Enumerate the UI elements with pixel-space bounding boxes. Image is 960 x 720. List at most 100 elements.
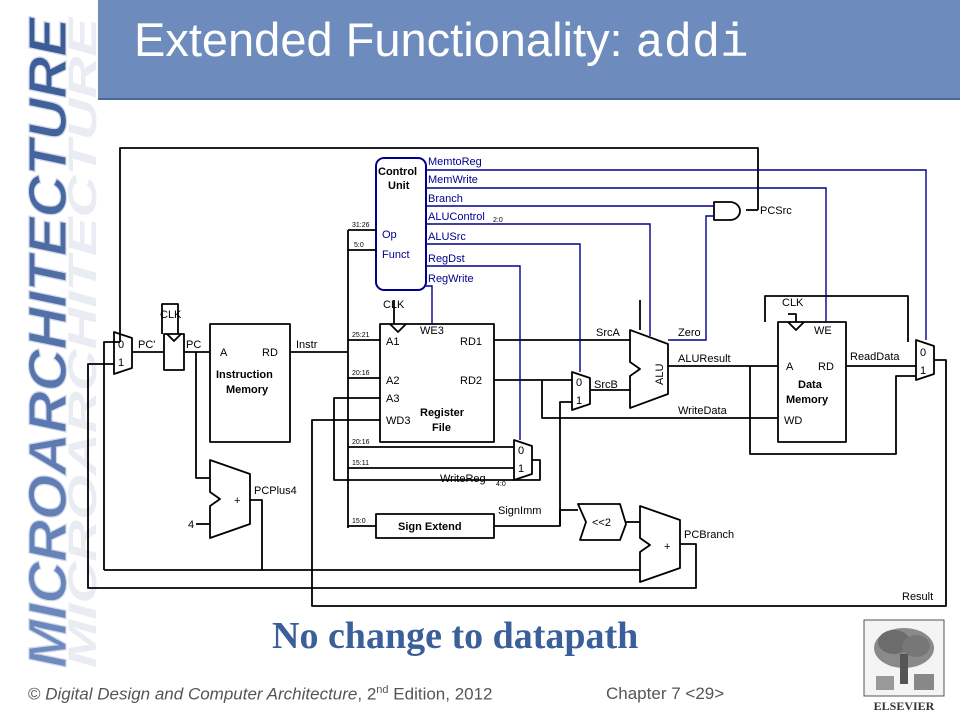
memtoreg-mux-0: 0 xyxy=(920,347,926,359)
signal-memtoreg: MemtoReg xyxy=(428,156,482,168)
rf-rd1: RD1 xyxy=(460,336,482,348)
side-banner-text: MICROARCHITECTURE xyxy=(18,16,78,668)
data-memory xyxy=(777,321,847,443)
signal-alucontrol: ALUControl xyxy=(428,211,485,223)
imem-rd: RD xyxy=(262,347,278,359)
rf-a2: A2 xyxy=(386,375,399,387)
writedata-label: WriteData xyxy=(678,405,728,417)
pc-label: PC xyxy=(186,339,201,351)
clk-dmem: CLK xyxy=(782,297,804,309)
instruction-memory xyxy=(209,323,291,443)
alusrc-mux-0: 0 xyxy=(576,377,582,389)
title-code: addi xyxy=(635,18,749,71)
slide-title: Extended Functionality: addi xyxy=(134,12,748,71)
memtoreg-mux-1: 1 xyxy=(920,365,926,377)
footer-copyright: © Digital Design and Computer Architectu… xyxy=(28,684,493,705)
bits-5-0: 5:0 xyxy=(354,242,364,249)
sign-extend-label: Sign Extend xyxy=(398,521,462,533)
footer-book: Digital Design and Computer Architecture xyxy=(45,684,358,704)
rf-we3: WE3 xyxy=(420,325,444,337)
signimm-label: SignImm xyxy=(498,505,541,517)
rf-wd3: WD3 xyxy=(386,415,410,427)
regdst-mux-0: 0 xyxy=(518,445,524,457)
regdst-mux-1: 1 xyxy=(518,463,524,475)
dmem-rd: RD xyxy=(818,361,834,373)
regdst-mux xyxy=(513,439,533,481)
alusrc-mux xyxy=(571,371,591,411)
pc-prime-label: PC' xyxy=(138,339,155,351)
clk-pc: CLK xyxy=(160,309,182,321)
dmem-name-2: Memory xyxy=(786,394,829,406)
title-bar xyxy=(98,0,960,100)
title-text: Extended Functionality: xyxy=(134,13,636,66)
rf-rd2: RD2 xyxy=(460,375,482,387)
bits-25-21: 25:21 xyxy=(352,332,370,339)
imem-a: A xyxy=(220,347,228,359)
writereg-sub: 4:0 xyxy=(496,481,506,488)
clk-regfile: CLK xyxy=(383,299,405,311)
aluresult-label: ALUResult xyxy=(678,353,731,365)
dmem-we: WE xyxy=(814,325,832,337)
alu xyxy=(629,329,669,409)
register-file xyxy=(379,323,495,443)
pc-mux-0: 0 xyxy=(118,339,124,351)
bits-20-16-a: 20:16 xyxy=(352,370,370,377)
bits-20-16-b: 20:16 xyxy=(352,439,370,446)
signal-regwrite: RegWrite xyxy=(428,273,474,285)
footer-edition-rest: Edition, 2012 xyxy=(388,684,493,704)
rf-a3: A3 xyxy=(386,393,399,405)
side-banner-reflection: MICROARCHITECTURE xyxy=(61,16,100,668)
instr-label: Instr xyxy=(296,339,318,351)
signal-regdst: RegDst xyxy=(428,253,465,265)
result-label: Result xyxy=(902,591,933,603)
footer-copyright-symbol: © xyxy=(28,684,46,704)
bits-31-26: 31:26 xyxy=(352,222,370,229)
pcbranch-adder xyxy=(639,505,681,583)
signal-alusrc: ALUSrc xyxy=(428,231,466,243)
and-gate xyxy=(713,201,741,221)
side-banner: MICROARCHITECTURE MICROARCHITECTURE xyxy=(17,15,100,668)
pc-register xyxy=(163,333,185,371)
srcb-label: SrcB xyxy=(594,379,618,391)
shift-left-2 xyxy=(577,503,627,541)
srca-label: SrcA xyxy=(596,327,621,339)
alu-label: ALU xyxy=(654,364,666,385)
control-unit-label-1: Control xyxy=(378,166,417,178)
shift-label: <<2 xyxy=(592,517,611,529)
dmem-wd: WD xyxy=(784,415,802,427)
readdata-label: ReadData xyxy=(850,351,900,363)
control-unit-op: Op xyxy=(382,229,397,241)
pcbranch-label: PCBranch xyxy=(684,529,734,541)
bits-15-0: 15:0 xyxy=(352,518,366,525)
control-unit-label-2: Unit xyxy=(388,180,410,192)
signal-alucontrol-sub: 2:0 xyxy=(493,217,503,224)
footer-chapter: Chapter 7 <29> xyxy=(606,684,724,704)
dmem-a: A xyxy=(786,361,794,373)
pcplus4-label: PCPlus4 xyxy=(254,485,297,497)
signal-memwrite: MemWrite xyxy=(428,174,478,186)
signal-branch: Branch xyxy=(428,193,463,205)
pcsrc-label: PCSrc xyxy=(760,205,792,217)
imem-name-1: Instruction xyxy=(216,369,273,381)
writereg-label: WriteReg xyxy=(440,473,486,485)
page-number: <29> xyxy=(685,684,725,703)
footer-edition-sup: nd xyxy=(376,684,389,696)
pcplus4-plus: + xyxy=(234,495,240,507)
pc-mux xyxy=(113,331,133,375)
chapter-text: Chapter 7 xyxy=(606,684,686,703)
rf-a1: A1 xyxy=(386,336,399,348)
zero-label: Zero xyxy=(678,327,701,339)
alusrc-mux-1: 1 xyxy=(576,395,582,407)
pcplus4-adder xyxy=(209,459,251,539)
pc-mux-1: 1 xyxy=(118,357,124,369)
elsevier-logo: ELSEVIER xyxy=(863,619,945,713)
elsevier-text: ELSEVIER xyxy=(874,699,935,713)
datapath-note: No change to datapath xyxy=(272,615,639,657)
rf-name-2: File xyxy=(432,422,451,434)
dmem-name-1: Data xyxy=(798,379,823,391)
imem-name-2: Memory xyxy=(226,384,269,396)
four-label: 4 xyxy=(188,519,194,531)
rf-name-1: Register xyxy=(420,407,465,419)
pcbranch-plus: + xyxy=(664,541,670,553)
